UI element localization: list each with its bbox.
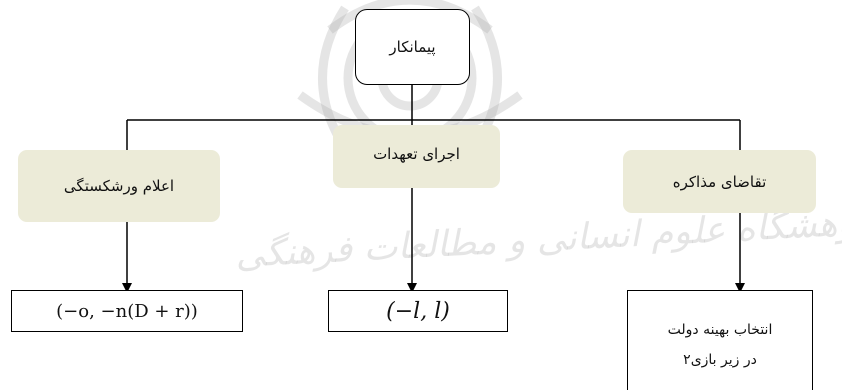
option-label-bankruptcy: اعلام ورشکستگی [63, 177, 175, 195]
result-line-1: انتخاب بهینه دولت [667, 322, 773, 338]
option-node-request-negotiation: تقاضای مذاکره [623, 150, 816, 213]
payoff-bankruptcy: (−o, −n(D + r)) [56, 300, 198, 322]
payoff-fulfill-obligations: (−l, l) [386, 298, 450, 324]
payoff-node-fulfill-obligations: (−l, l) [328, 290, 508, 332]
result-line-2: در زیر بازی۲ [683, 352, 757, 368]
option-node-fulfill-obligations: اجرای تعهدات [333, 125, 500, 188]
payoff-node-bankruptcy: (−o, −n(D + r)) [11, 290, 243, 332]
root-node-contractor: پیمانکار [355, 9, 470, 85]
root-node-label: پیمانکار [389, 38, 436, 56]
option-label-fulfill-obligations: اجرای تعهدات [373, 145, 460, 163]
option-label-request-negotiation: تقاضای مذاکره [672, 172, 767, 191]
result-node-negotiation: انتخاب بهینه دولت در زیر بازی۲ [627, 290, 813, 390]
option-node-bankruptcy: اعلام ورشکستگی [18, 150, 220, 222]
